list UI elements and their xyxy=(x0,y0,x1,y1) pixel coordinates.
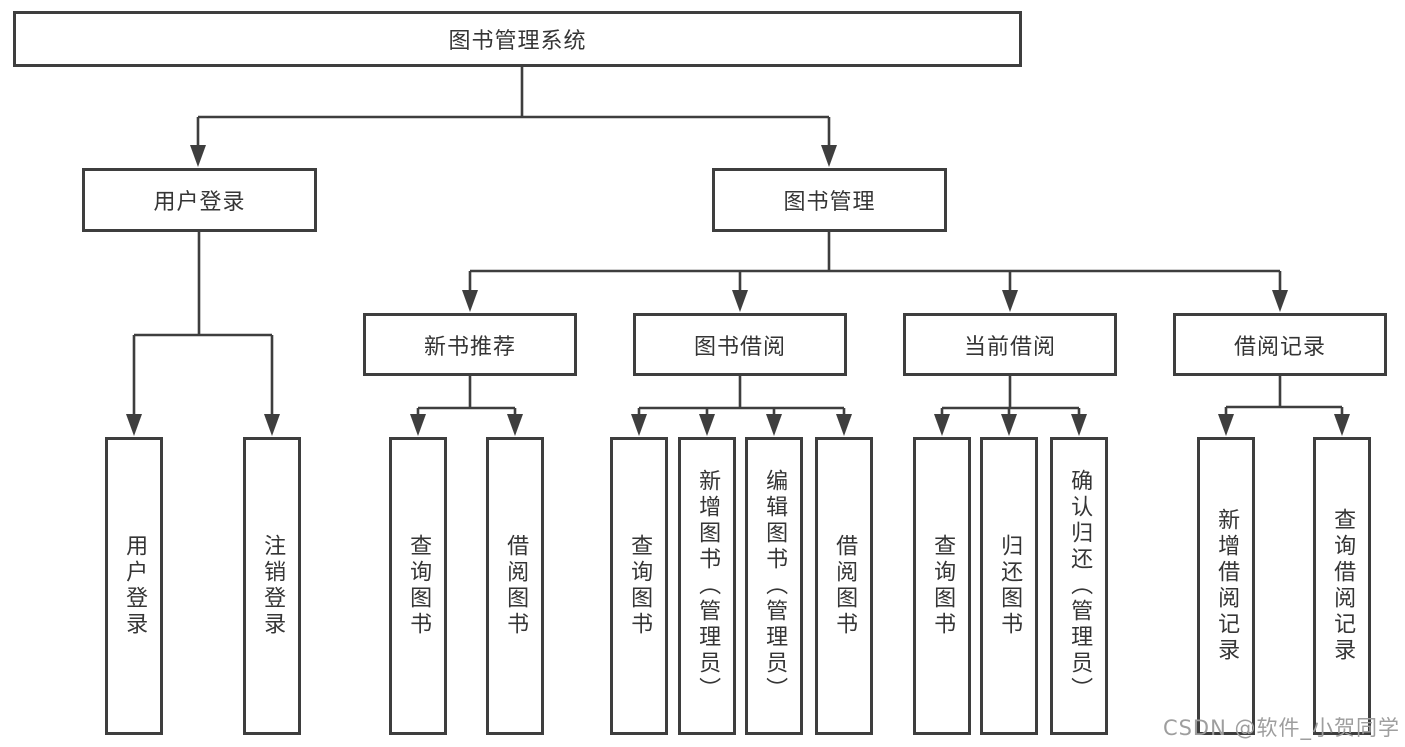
leaf-logout: 注销登录 xyxy=(243,437,301,735)
leaf-user-login: 用户登录 xyxy=(105,437,163,735)
node-new-book-recommend: 新书推荐 xyxy=(363,313,577,376)
leaf-cb-return-book: 归还图书 xyxy=(980,437,1038,735)
leaf-nbr-borrow-book: 借阅图书 xyxy=(486,437,544,735)
node-borrow-records: 借阅记录 xyxy=(1173,313,1387,376)
leaf-cb-confirm-return-admin: 确认归还（管理员） xyxy=(1050,437,1108,735)
leaf-br-add-record: 新增借阅记录 xyxy=(1197,437,1255,735)
node-root: 图书管理系统 xyxy=(13,11,1022,67)
leaf-br-query-record: 查询借阅记录 xyxy=(1313,437,1371,735)
leaf-bb-add-book-admin: 新增图书（管理员） xyxy=(678,437,736,735)
leaf-bb-edit-book-admin: 编辑图书（管理员） xyxy=(745,437,803,735)
node-user-login: 用户登录 xyxy=(82,168,317,232)
node-book-management: 图书管理 xyxy=(712,168,947,232)
leaf-cb-query-book: 查询图书 xyxy=(913,437,971,735)
node-current-borrow: 当前借阅 xyxy=(903,313,1117,376)
leaf-nbr-query-book: 查询图书 xyxy=(389,437,447,735)
watermark-text: CSDN @软件_小贺同学 xyxy=(1162,716,1400,740)
node-book-borrow: 图书借阅 xyxy=(633,313,847,376)
leaf-bb-query-book: 查询图书 xyxy=(610,437,668,735)
leaf-bb-borrow-book: 借阅图书 xyxy=(815,437,873,735)
